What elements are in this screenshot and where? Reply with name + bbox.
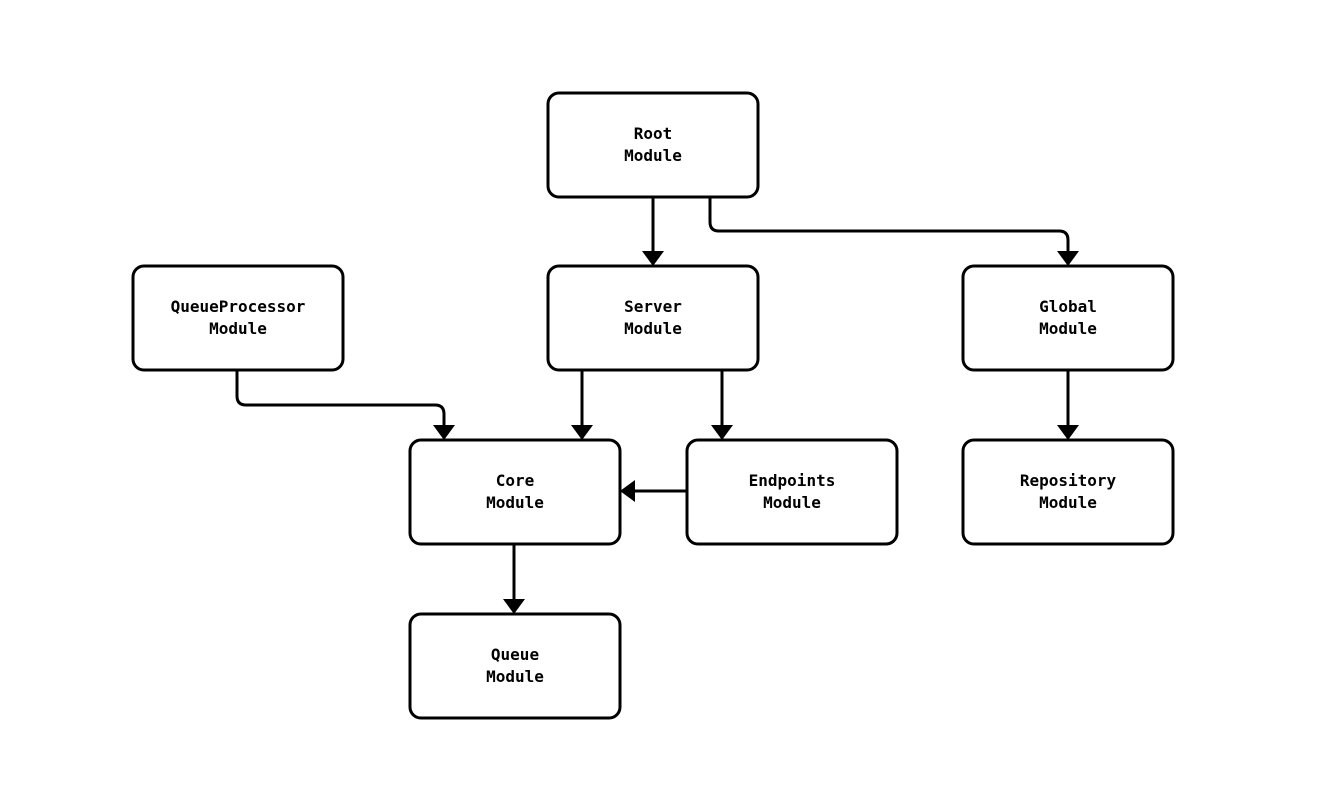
edge-root-to-global-arrowhead <box>1057 251 1079 266</box>
edge-global-to-repository <box>1057 370 1079 440</box>
endpoints-module-node-label-line1: Endpoints <box>749 471 836 490</box>
global-module-node-box[interactable] <box>961 264 1175 372</box>
core-module-node-box[interactable] <box>408 438 622 546</box>
edge-server-to-endpoints-arrowhead <box>711 425 733 440</box>
edge-global-to-repository-arrowhead <box>1057 425 1079 440</box>
global-module-node-label-line2: Module <box>1039 319 1097 338</box>
queue-module-node-label-line2: Module <box>486 667 544 686</box>
edges-layer <box>235 197 1079 614</box>
queueprocessor-module-node-label-line1: QueueProcessor <box>171 297 306 316</box>
server-module-node-label-line2: Module <box>624 319 682 338</box>
edge-queueprocessor-to-core-line <box>235 370 446 426</box>
edge-endpoints-to-core <box>620 480 687 502</box>
core-module-node-label-line1: Core <box>496 471 535 490</box>
edge-endpoints-to-core-arrowhead <box>620 480 635 502</box>
edge-core-to-queue-arrowhead <box>503 599 525 614</box>
edge-server-to-core-arrowhead <box>571 425 593 440</box>
endpoints-module-node-box[interactable] <box>685 438 899 546</box>
edge-root-to-global <box>708 197 1079 266</box>
global-module-node-label-line1: Global <box>1039 297 1097 316</box>
edge-root-to-global-line <box>708 197 1070 252</box>
edge-queueprocessor-to-core-arrowhead <box>433 425 455 440</box>
repository-module-node-label-line2: Module <box>1039 493 1097 512</box>
repository-module-node-box[interactable] <box>961 438 1175 546</box>
edge-root-to-server-arrowhead <box>642 251 664 266</box>
endpoints-module-node-label-line2: Module <box>763 493 821 512</box>
core-module-node-label-line2: Module <box>486 493 544 512</box>
edge-server-to-endpoints <box>711 370 733 440</box>
edge-server-to-core <box>571 370 593 440</box>
queueprocessor-module-node-label-line2: Module <box>209 319 267 338</box>
repository-module-node-label-line1: Repository <box>1020 471 1117 490</box>
root-module-node-label-line2: Module <box>624 146 682 165</box>
edge-root-to-server <box>642 197 664 266</box>
queueprocessor-module-node-box[interactable] <box>131 264 345 372</box>
root-module-node-label-line1: Root <box>634 124 673 143</box>
edge-queueprocessor-to-core <box>235 370 455 440</box>
queue-module-node-box[interactable] <box>408 612 622 720</box>
server-module-node-label-line1: Server <box>624 297 682 316</box>
server-module-node-box[interactable] <box>546 264 760 372</box>
root-module-node-box[interactable] <box>546 91 760 199</box>
edge-core-to-queue <box>503 544 525 614</box>
queue-module-node-label-line1: Queue <box>491 645 539 664</box>
